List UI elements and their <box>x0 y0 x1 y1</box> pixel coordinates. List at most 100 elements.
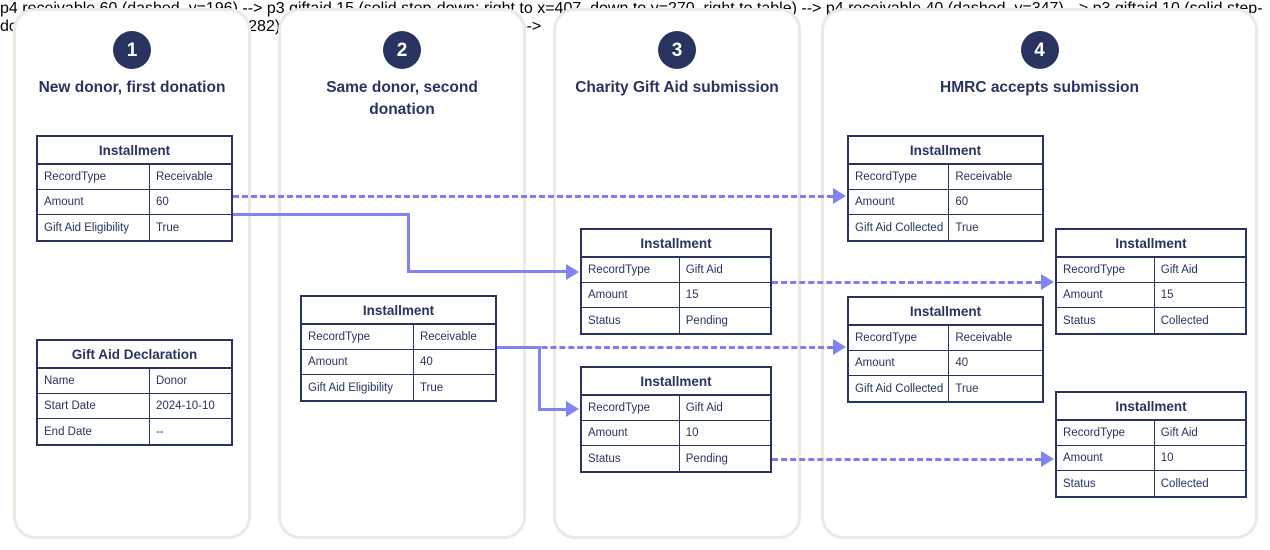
connector-p2-to-p3-segment-v <box>538 346 541 408</box>
table-row: RecordType Receivable <box>849 326 1042 351</box>
table-p1-installment: Installment RecordType Receivable Amount… <box>36 135 233 242</box>
row-value: 60 <box>955 196 969 208</box>
row-value: Gift Aid <box>1160 427 1198 439</box>
connector-p1-receivable-to-p4-receivable <box>233 195 833 198</box>
row-key: Gift Aid Collected <box>849 215 950 240</box>
row-key: Amount <box>582 421 680 445</box>
connector-p1-to-p3-segment-h1 <box>233 213 410 216</box>
table-row: Amount 40 <box>302 350 495 375</box>
row-key: Amount <box>849 190 950 214</box>
table-header: Installment <box>1057 230 1245 258</box>
panel-title-3: Charity Gift Aid submission <box>575 79 779 96</box>
row-key: Start Date <box>38 394 150 418</box>
arrowhead-p4-receivable-60 <box>833 188 846 204</box>
row-value: Receivable <box>155 171 213 183</box>
row-key: Amount <box>849 351 950 375</box>
step-badge-3: 3 <box>658 31 696 69</box>
table-row: RecordType Gift Aid <box>582 396 770 421</box>
table-row: Amount 60 <box>849 190 1042 215</box>
row-value: Receivable <box>955 171 1013 183</box>
step-badge-4: 4 <box>1020 31 1059 69</box>
table-row: Amount 40 <box>849 351 1042 376</box>
step-badge-1: 1 <box>113 31 151 69</box>
table-p4-giftaid-15: Installment RecordType Gift Aid Amount 1… <box>1055 228 1247 335</box>
connector-p3-giftaid10-to-p4-giftaid10 <box>772 458 1041 461</box>
table-header: Installment <box>38 137 231 165</box>
table-header: Gift Aid Declaration <box>38 341 231 369</box>
table-p1-gift-aid-declaration: Gift Aid Declaration Name Donor Start Da… <box>36 339 233 446</box>
table-row: Amount 10 <box>582 421 770 446</box>
row-key: RecordType <box>849 326 950 350</box>
connector-p2-receivable-to-p4-receivable <box>497 346 833 349</box>
table-row: Name Donor <box>38 369 231 394</box>
row-value: True <box>955 221 979 234</box>
row-key: Status <box>1057 471 1155 496</box>
table-row: Gift Aid Eligibility True <box>38 215 231 240</box>
table-row: RecordType Gift Aid <box>1057 421 1245 446</box>
row-value: Gift Aid <box>685 264 723 276</box>
step-badge-2: 2 <box>383 31 421 69</box>
table-row: Amount 15 <box>582 283 770 308</box>
row-key: RecordType <box>38 165 150 189</box>
table-row: Status Pending <box>582 446 770 471</box>
table-p4-receivable-60: Installment RecordType Receivable Amount… <box>847 135 1044 242</box>
row-value: True <box>155 221 180 234</box>
arrowhead-p4-giftaid-15 <box>1041 274 1054 290</box>
table-row: RecordType Receivable <box>38 165 231 190</box>
connector-p2-to-p3-segment-h2 <box>538 408 568 411</box>
panel-step-1: 1 New donor, first donation <box>13 8 251 539</box>
panel-title-2: Same donor, second donation <box>326 79 478 119</box>
connector-p1-to-p3-segment-h2 <box>407 270 567 273</box>
row-key: RecordType <box>582 258 680 282</box>
table-header: Installment <box>582 230 770 258</box>
table-header: Installment <box>849 137 1042 165</box>
row-key: Amount <box>1057 283 1155 307</box>
row-key: Amount <box>302 350 414 374</box>
row-value: Pending <box>685 452 728 465</box>
table-p3-giftaid-15: Installment RecordType Gift Aid Amount 1… <box>580 228 772 335</box>
row-value: 15 <box>1160 289 1174 301</box>
row-value: True <box>955 382 979 395</box>
row-key: Gift Aid Eligibility <box>302 375 414 400</box>
row-value: 40 <box>419 356 433 368</box>
row-key: RecordType <box>1057 421 1155 445</box>
row-value: Collected <box>1160 477 1209 490</box>
row-key: RecordType <box>582 396 680 420</box>
table-row: Amount 10 <box>1057 446 1245 471</box>
table-p4-receivable-40: Installment RecordType Receivable Amount… <box>847 296 1044 403</box>
table-p4-giftaid-10: Installment RecordType Gift Aid Amount 1… <box>1055 391 1247 498</box>
connector-p3-giftaid15-to-p4-giftaid15 <box>772 281 1041 284</box>
arrowhead-p4-receivable-40 <box>833 339 846 355</box>
row-value: 60 <box>155 196 169 208</box>
table-row: Amount 60 <box>38 190 231 215</box>
row-key: Name <box>38 369 150 393</box>
table-row: Status Pending <box>582 308 770 333</box>
table-row: RecordType Gift Aid <box>1057 258 1245 283</box>
row-value: Gift Aid <box>685 402 723 414</box>
table-row: Status Collected <box>1057 471 1245 496</box>
table-row: Gift Aid Collected True <box>849 215 1042 240</box>
row-key: Status <box>1057 308 1155 333</box>
row-key: Gift Aid Collected <box>849 376 950 401</box>
connector-p1-to-p3-segment-v <box>407 213 410 271</box>
panel-title-4: HMRC accepts submission <box>940 79 1139 96</box>
row-key: Amount <box>1057 446 1155 470</box>
row-value: Gift Aid <box>1160 264 1198 276</box>
row-key: RecordType <box>1057 258 1155 282</box>
row-value: 10 <box>685 427 699 439</box>
row-key: Status <box>582 308 680 333</box>
arrowhead-p4-giftaid-10 <box>1041 451 1054 467</box>
table-row: RecordType Receivable <box>302 325 495 350</box>
table-header: Installment <box>849 298 1042 326</box>
row-key: Gift Aid Eligibility <box>38 215 150 240</box>
table-header: Installment <box>1057 393 1245 421</box>
table-row: Gift Aid Collected True <box>849 376 1042 401</box>
row-value: True <box>419 381 444 394</box>
table-header: Installment <box>582 368 770 396</box>
row-value: 10 <box>1160 452 1174 464</box>
row-value: 2024-10-10 <box>155 400 215 412</box>
table-header: Installment <box>302 297 495 325</box>
panel-step-2: 2 Same donor, second donation <box>278 8 526 539</box>
row-value: Receivable <box>955 332 1013 344</box>
